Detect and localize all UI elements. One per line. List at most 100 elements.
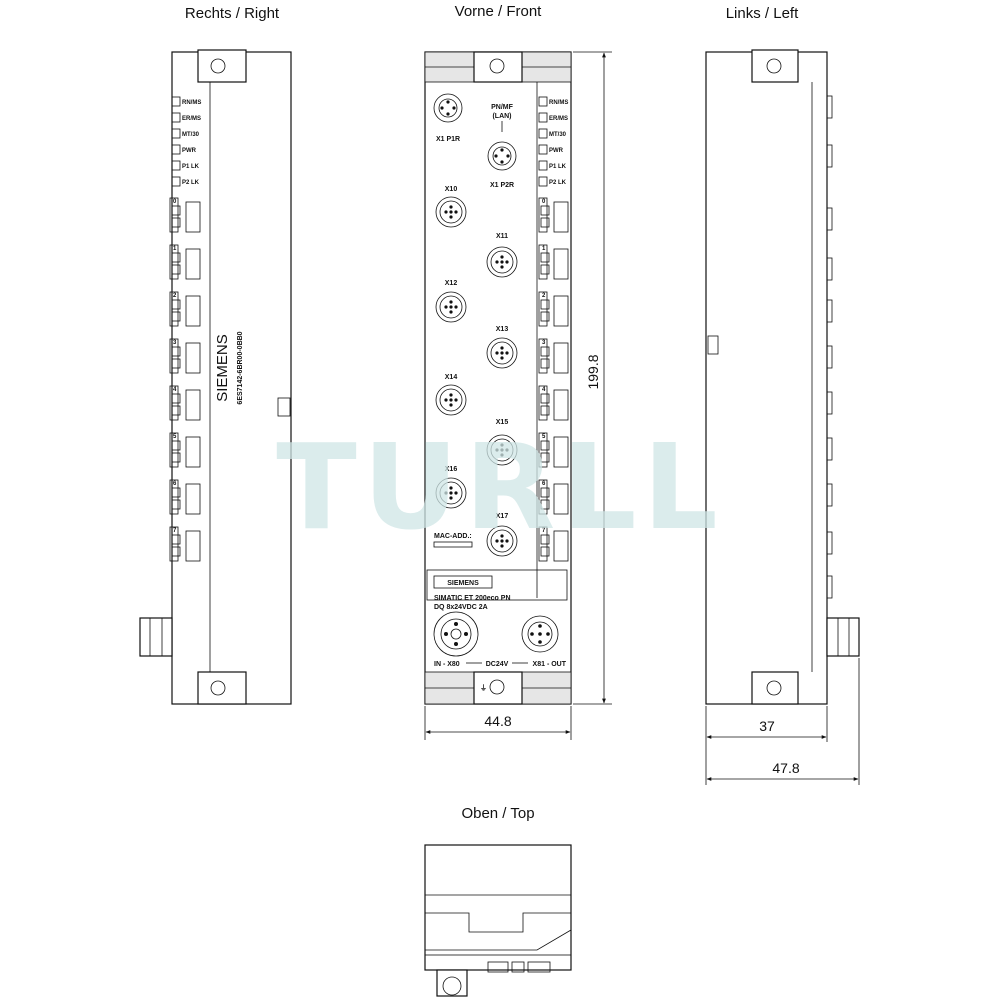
top-view-body [424, 844, 572, 971]
connector-stub [826, 617, 860, 657]
channel-label-window [185, 530, 201, 562]
channel-number: 5 [542, 434, 546, 440]
channel-led-icon [171, 393, 181, 404]
m12-port-icon [435, 477, 467, 509]
port-x11-label: X11 [496, 233, 508, 240]
status-led-label: MT/30 [182, 132, 200, 138]
m12-port-icon [486, 434, 518, 466]
status-led-icon [538, 112, 548, 123]
left-dimensions: 37 47.8 [705, 658, 860, 785]
mount-hole-icon [210, 680, 226, 696]
top-port-icon [511, 961, 525, 973]
channel-led-icon [171, 546, 181, 557]
channel-label-window [553, 248, 569, 280]
status-led-label: MT/30 [549, 132, 567, 138]
channel-number: 2 [542, 293, 546, 299]
left-side-view [705, 49, 860, 705]
power-out-label: X81 - OUT [533, 661, 567, 668]
connector-bump [826, 299, 833, 323]
channel-led-icon [540, 499, 550, 510]
channel-led-icon [540, 487, 550, 498]
power-voltage-label: DC24V [486, 661, 509, 668]
channel-led-icon [540, 299, 550, 310]
status-led-icon [171, 176, 181, 187]
status-led-label: RN/MS [182, 100, 201, 106]
status-led-icon [171, 144, 181, 155]
channel-label-window [185, 295, 201, 327]
top-port-icon [487, 961, 509, 973]
channel-number: 6 [542, 481, 546, 487]
view-title-left: Links / Left [726, 5, 799, 22]
status-led-icon [538, 160, 548, 171]
power-in-label: IN - X80 [434, 661, 460, 668]
channel-led-icon [540, 452, 550, 463]
top-connector-icon [442, 976, 462, 996]
channel-label-window [553, 389, 569, 421]
channel-label-window [553, 295, 569, 327]
connector-bump [826, 391, 833, 415]
status-led-label: PWR [549, 148, 564, 154]
channel-led-icon [540, 252, 550, 263]
channel-led-icon [171, 205, 181, 216]
channel-number: 6 [173, 481, 177, 487]
status-led-label: ER/MS [549, 116, 568, 122]
port-x12-label: X12 [445, 280, 458, 287]
mount-hole-icon [489, 679, 505, 695]
channel-label-window [553, 530, 569, 562]
front-dimensions: 44.8 199.8 [424, 51, 612, 740]
m12-port-icon [435, 196, 467, 228]
m12-port-icon [486, 525, 518, 557]
channel-number: 2 [173, 293, 177, 299]
connector-bump [826, 531, 833, 555]
channel-label-window [553, 201, 569, 233]
channel-number: 7 [542, 528, 546, 534]
channel-label-window [185, 389, 201, 421]
channel-number: 1 [542, 246, 546, 252]
channel-number: 0 [173, 199, 177, 205]
status-led-icon [171, 112, 181, 123]
mac-address-field [433, 541, 473, 548]
status-led-label: P1 LK [182, 164, 200, 170]
channel-label-window [185, 483, 201, 515]
channel-led-icon [171, 311, 181, 322]
status-led-icon [538, 176, 548, 187]
channel-label-window [185, 436, 201, 468]
port-x10-label: X10 [445, 186, 458, 193]
port-x1-p1r [433, 93, 463, 123]
mount-hole-icon [766, 58, 782, 74]
status-led-label: P2 LK [549, 180, 567, 186]
connector-stub [139, 617, 173, 657]
channel-led-icon [540, 534, 550, 545]
status-led-label: RN/MS [549, 100, 568, 106]
dimension-depth-body: 37 [759, 718, 775, 734]
product-variant: DQ 8x24VDC 2A [434, 604, 488, 611]
front-top-lug [473, 51, 523, 83]
status-led-label: P1 LK [549, 164, 567, 170]
channel-led-icon [540, 440, 550, 451]
right-view-body [171, 51, 292, 705]
channel-led-icon [171, 487, 181, 498]
left-view-body [705, 51, 828, 705]
port-x1-p1r-label: X1 P1R [436, 136, 460, 143]
channel-led-icon [171, 299, 181, 310]
view-title-front: Vorne / Front [455, 3, 543, 20]
status-led-icon [538, 144, 548, 155]
side-clip [707, 335, 719, 355]
channel-label-window [553, 483, 569, 515]
top-view [424, 844, 572, 997]
power-in-connector [433, 611, 479, 657]
front-bottom-lug [473, 671, 523, 705]
channel-led-icon [540, 311, 550, 322]
product-name: SIMATIC ET 200eco PN [434, 595, 511, 602]
channel-number: 3 [542, 340, 546, 346]
channel-led-icon [171, 534, 181, 545]
channel-led-icon [171, 358, 181, 369]
channel-label-window [553, 342, 569, 374]
port-x1-p2r-label: X1 P2R [490, 182, 514, 189]
channel-label-window [185, 342, 201, 374]
right-view-top-lug [197, 49, 247, 83]
channel-led-icon [540, 358, 550, 369]
